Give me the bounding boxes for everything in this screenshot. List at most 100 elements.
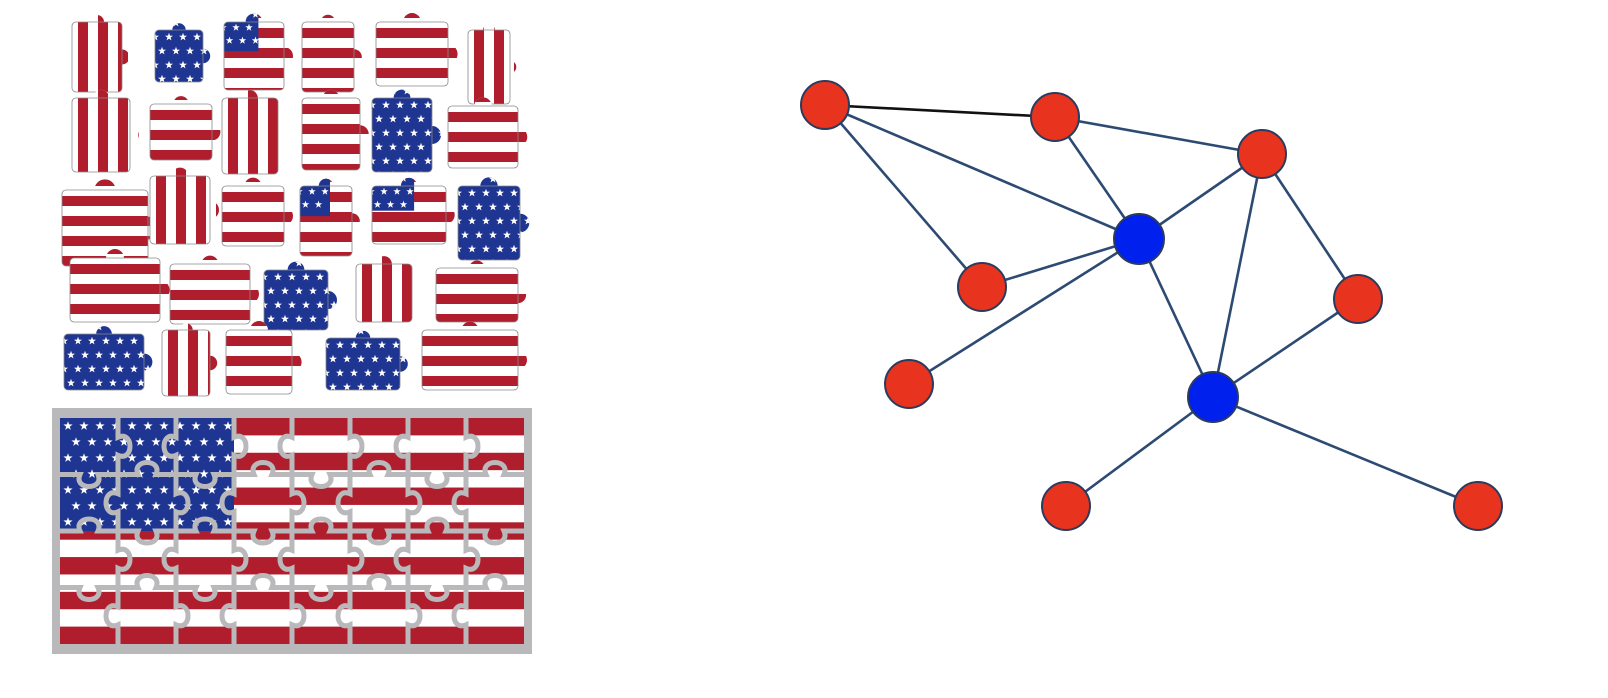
- star: [53, 351, 61, 359]
- star: [323, 261, 331, 267]
- network-graph: [800, 80, 1503, 531]
- star: [123, 326, 131, 331]
- star: [510, 216, 518, 225]
- puzzle-piece: [375, 13, 458, 87]
- star: [461, 177, 469, 183]
- puzzle-piece: [299, 178, 360, 257]
- star: [517, 258, 525, 260]
- star: [496, 244, 504, 253]
- star: [95, 378, 103, 387]
- stripe: [118, 89, 128, 172]
- stripe: [302, 144, 369, 154]
- stripe: [474, 24, 484, 104]
- stripe: [376, 13, 458, 18]
- star: [109, 350, 117, 359]
- star: [361, 143, 369, 151]
- stripe: [302, 89, 369, 94]
- star: [81, 326, 89, 331]
- star: [267, 261, 275, 267]
- stripe: [300, 232, 360, 242]
- stripe: [150, 130, 221, 140]
- star: [510, 188, 518, 197]
- stripe: [222, 192, 293, 202]
- star: [503, 177, 511, 183]
- star: [350, 397, 358, 405]
- stripe: [376, 28, 458, 38]
- star: [116, 393, 124, 401]
- star: [337, 287, 345, 295]
- star: [144, 393, 152, 401]
- puzzle-piece: [161, 323, 218, 397]
- graph-edge: [824, 103, 1140, 241]
- star: [410, 100, 418, 109]
- canton: [155, 23, 211, 82]
- puzzle-piece: [151, 23, 211, 97]
- stripe: [422, 356, 527, 366]
- star: [207, 421, 217, 430]
- star: [378, 368, 386, 377]
- stripe: [226, 356, 302, 366]
- stripe: [170, 270, 259, 280]
- stripe: [150, 110, 221, 120]
- star: [223, 421, 233, 430]
- star: [167, 501, 177, 510]
- star: [175, 485, 185, 494]
- star: [53, 323, 61, 331]
- star: [186, 74, 194, 82]
- star: [343, 330, 351, 335]
- star: [119, 437, 129, 446]
- flag-canton: [60, 418, 234, 531]
- star: [88, 393, 96, 401]
- star: [410, 156, 418, 165]
- star: [103, 437, 113, 446]
- canton: [372, 89, 441, 172]
- star: [392, 397, 400, 405]
- star: [424, 100, 432, 109]
- star: [183, 437, 193, 446]
- stripe: [168, 323, 178, 396]
- star: [159, 485, 169, 494]
- stripe: [302, 14, 362, 18]
- stripe: [422, 336, 527, 346]
- graph-node: [884, 359, 934, 409]
- star: [151, 89, 159, 97]
- star: [143, 453, 153, 462]
- star: [179, 32, 187, 41]
- star: [102, 336, 110, 345]
- stripe: [422, 376, 527, 386]
- star: [343, 382, 351, 390]
- star: [489, 202, 497, 211]
- star: [343, 354, 351, 363]
- stripe: [224, 48, 293, 58]
- star: [151, 326, 153, 331]
- star: [496, 216, 504, 225]
- star: [167, 437, 177, 446]
- star: [337, 259, 345, 267]
- star: [468, 244, 476, 253]
- puzzle-piece: [467, 24, 517, 105]
- stripe: [216, 167, 219, 244]
- puzzle-piece: [169, 255, 259, 325]
- stripe: [302, 104, 369, 114]
- star: [361, 87, 369, 95]
- stripe: [408, 396, 532, 406]
- stripe: [494, 24, 504, 104]
- star: [67, 350, 75, 359]
- stripe: [170, 255, 259, 260]
- star: [223, 485, 233, 494]
- canton: [458, 177, 530, 260]
- star: [137, 350, 145, 359]
- stripe: [382, 256, 392, 322]
- star: [63, 485, 73, 494]
- star: [314, 200, 323, 208]
- star: [321, 187, 329, 195]
- star: [127, 517, 137, 526]
- stripe: [288, 84, 298, 188]
- star: [330, 272, 337, 281]
- stripe: [436, 260, 527, 264]
- star: [302, 272, 310, 281]
- graph-edge: [908, 237, 1140, 386]
- star: [225, 13, 234, 18]
- graph-node: [1453, 481, 1503, 531]
- star: [371, 330, 379, 335]
